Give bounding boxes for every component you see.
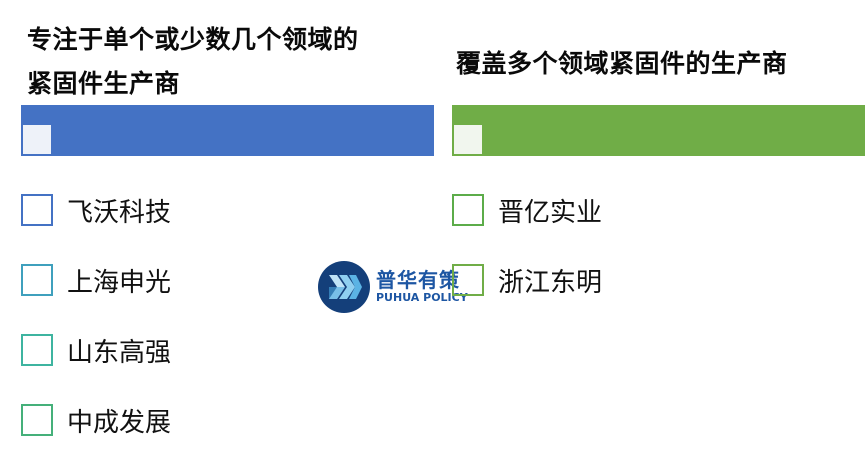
puhua-watermark-logo: 普华有策 PUHUA POLICY — [318, 261, 468, 313]
item-label: 上海申光 — [67, 267, 172, 298]
checkbox-icon — [21, 194, 53, 226]
item-label: 飞沃科技 — [67, 197, 172, 228]
left-header-bar — [21, 105, 434, 156]
left-title-line1: 专注于单个或少数几个领域的 — [27, 25, 359, 54]
checkbox-icon — [452, 194, 484, 226]
list-item: 上海申光 — [21, 263, 172, 298]
left-column-title: 专注于单个或少数几个领域的 紧固件生产商 — [27, 18, 427, 106]
checkbox-icon — [452, 264, 484, 296]
left-title-line2: 紧固件生产商 — [27, 69, 181, 98]
right-header-bar — [452, 105, 865, 156]
watermark-cn: 普华有策 — [376, 268, 460, 292]
item-label: 山东高强 — [67, 337, 172, 368]
list-item: 晋亿实业 — [452, 193, 603, 228]
checkbox-icon — [21, 264, 53, 296]
checkbox-icon — [21, 404, 53, 436]
checkbox-icon — [21, 334, 53, 366]
list-item: 浙江东明 — [452, 263, 603, 298]
item-label: 浙江东明 — [498, 267, 603, 298]
watermark-en: PUHUA POLICY — [376, 291, 468, 304]
list-item: 中成发展 — [21, 403, 172, 438]
list-item: 飞沃科技 — [21, 193, 172, 228]
item-label: 中成发展 — [67, 407, 172, 438]
list-item: 山东高强 — [21, 333, 172, 368]
item-label: 晋亿实业 — [498, 197, 603, 228]
chevron-arrows-logo-icon — [318, 261, 370, 313]
left-bar-chip — [23, 125, 51, 154]
right-column-title: 覆盖多个领域紧固件的生产商 — [456, 49, 788, 78]
right-bar-chip — [454, 125, 482, 154]
